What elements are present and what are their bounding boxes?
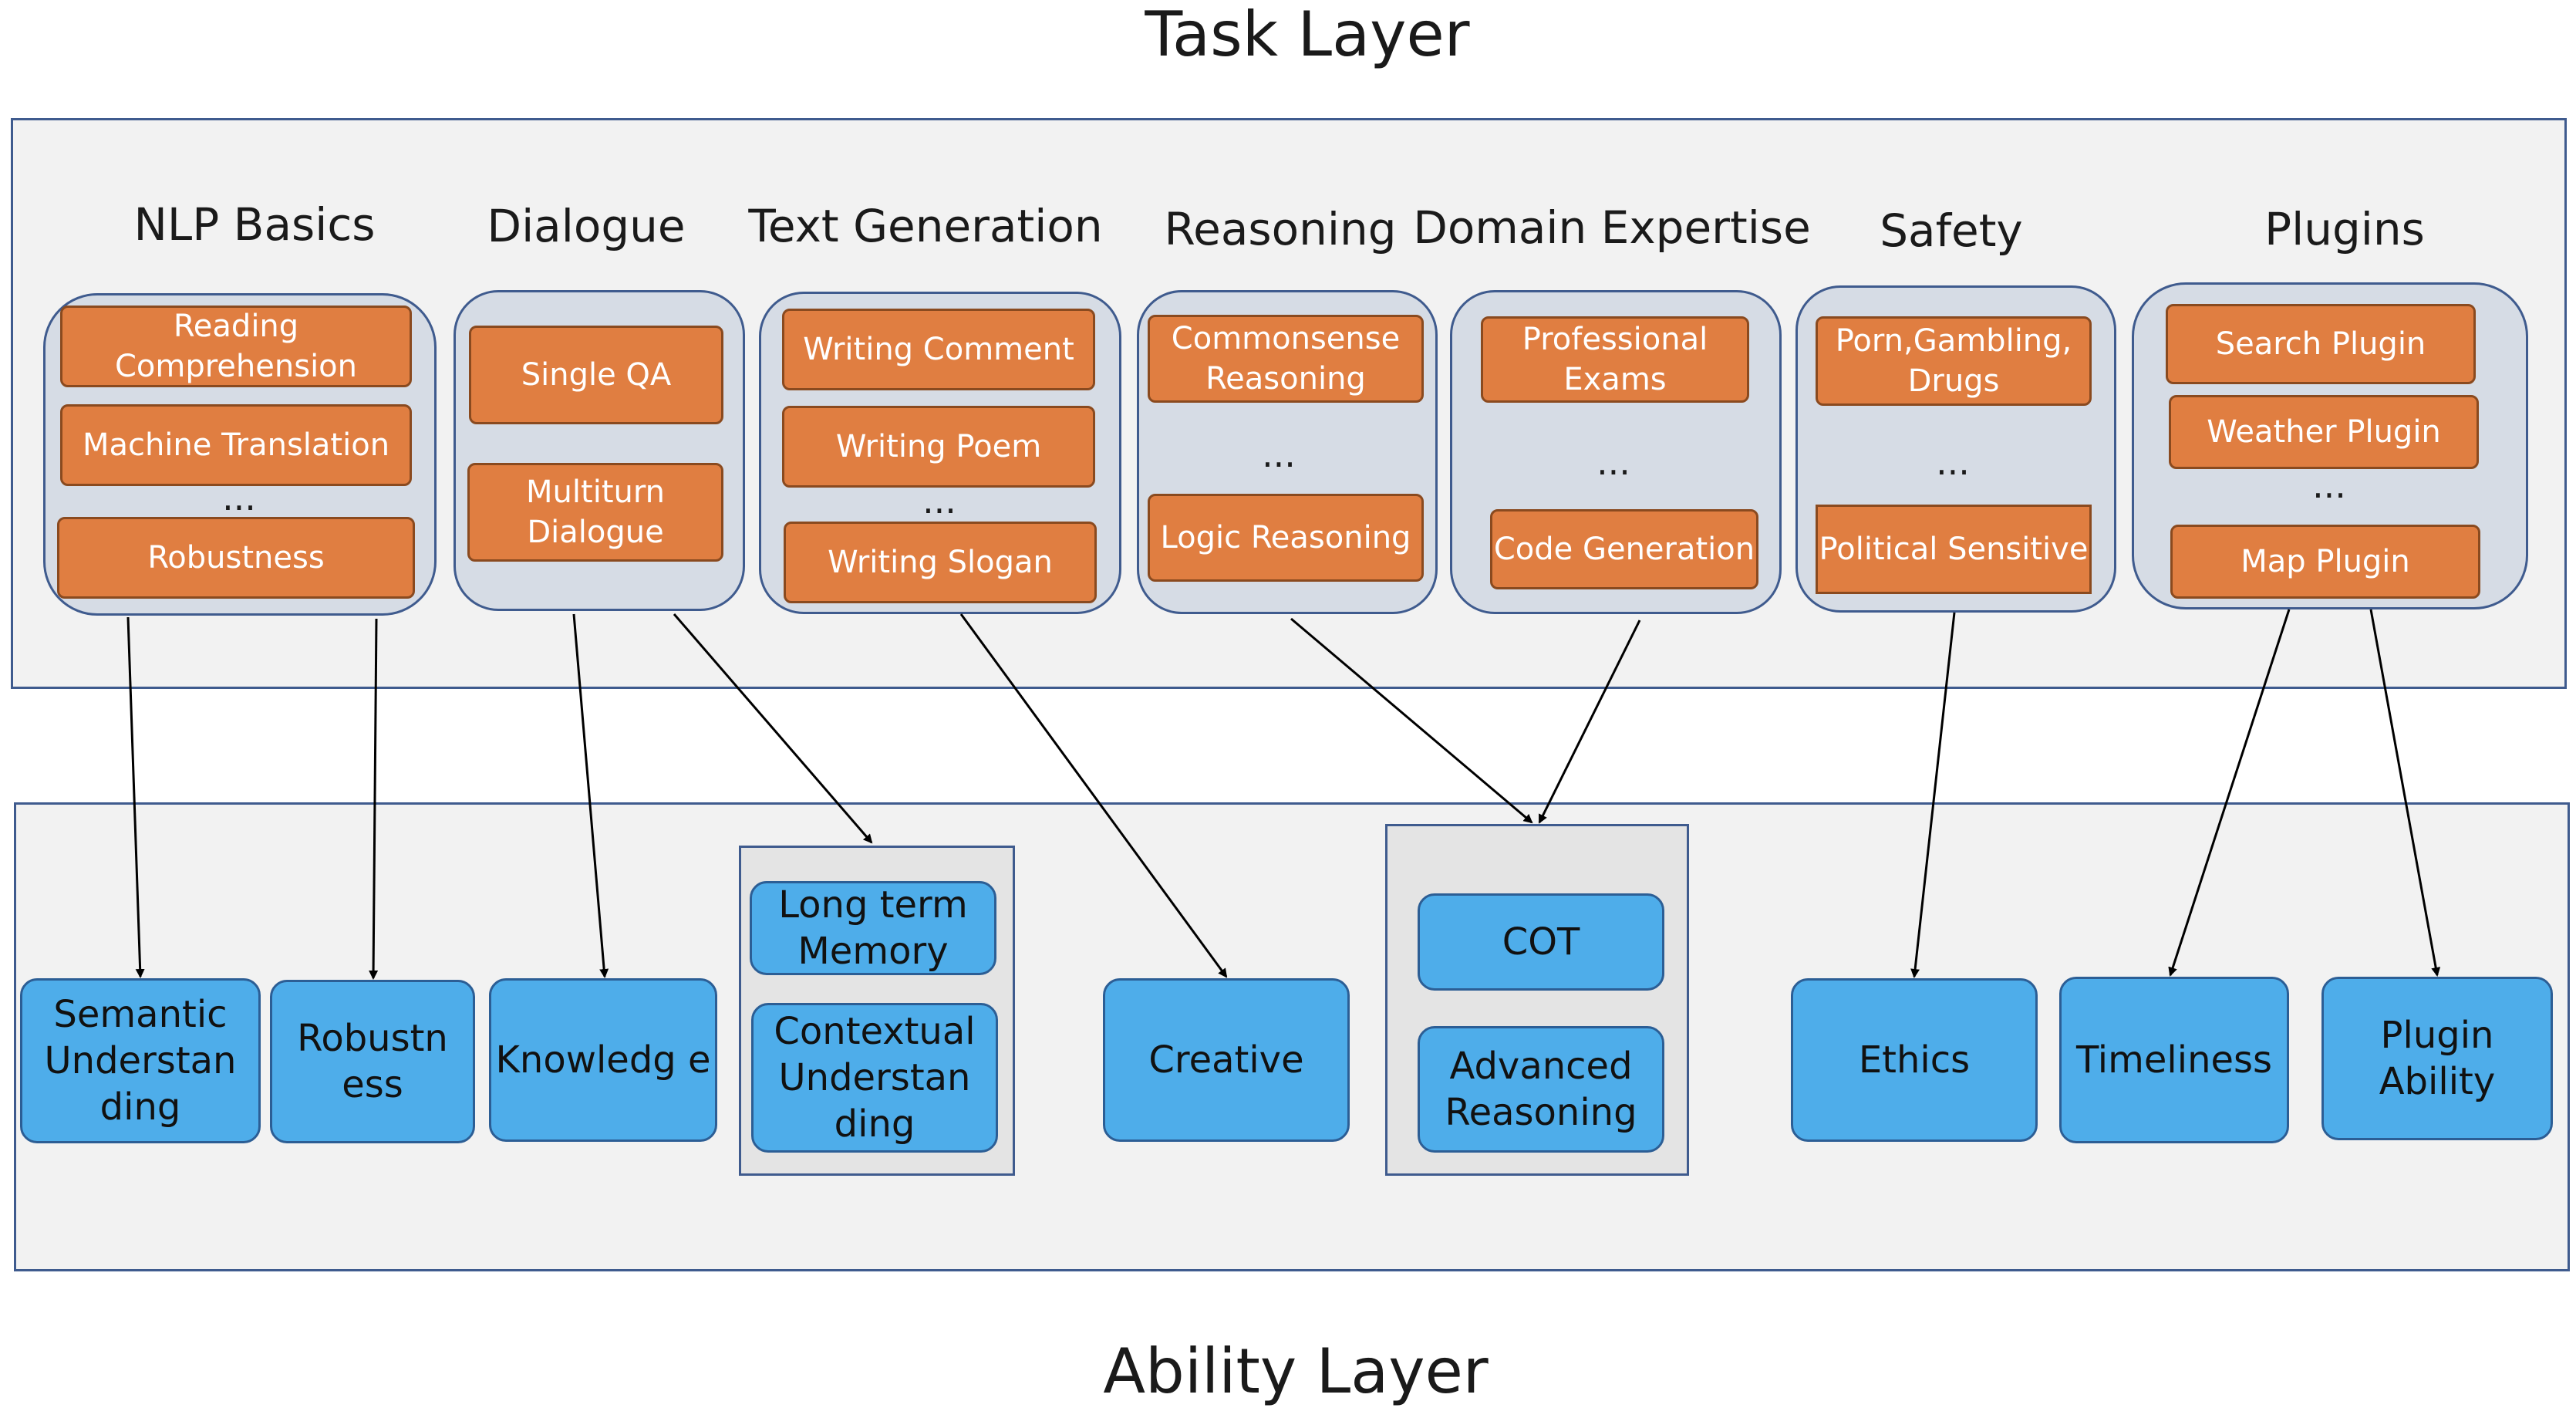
category-title-plugins: Plugins: [2264, 203, 2425, 255]
ability-advanced-reasoning: Advanced Reasoning: [1418, 1026, 1664, 1153]
task-political-sensitive: Political Sensitive: [1816, 505, 2092, 594]
domain-expertise-ellipsis: ...: [1597, 441, 1630, 483]
ability-layer-title: Ability Layer: [1103, 1335, 1489, 1407]
reasoning-ellipsis: ...: [1262, 434, 1296, 475]
task-single-qa: Single QA: [469, 326, 723, 424]
safety-ellipsis: ...: [1936, 441, 1970, 483]
task-code-generation: Code Generation: [1490, 509, 1758, 589]
category-title-reasoning: Reasoning: [1164, 203, 1397, 255]
plugins-ellipsis: ...: [2312, 464, 2346, 506]
task-logic-reasoning: Logic Reasoning: [1148, 494, 1424, 582]
ability-plugin-ability: Plugin Ability: [2321, 977, 2553, 1140]
ability-timeliness: Timeliness: [2059, 977, 2289, 1143]
arrow-domain-to-cot: [1538, 620, 1641, 824]
ability-cot: COT: [1418, 893, 1664, 991]
task-writing-slogan: Writing Slogan: [784, 522, 1097, 603]
category-title-domain-expertise: Domain Expertise: [1413, 201, 1811, 254]
category-title-text-generation: Text Generation: [748, 200, 1103, 252]
task-multiturn-dialogue: Multiturn Dialogue: [467, 463, 723, 562]
task-search-plugin: Search Plugin: [2166, 304, 2476, 384]
category-title-safety: Safety: [1880, 204, 2023, 257]
arrow-plugins-to-plugin-ability: [2369, 609, 2441, 977]
category-title-dialogue: Dialogue: [487, 200, 686, 252]
ability-semantic-understanding: Semantic Understan ding: [20, 978, 261, 1143]
task-weather-plugin: Weather Plugin: [2169, 395, 2479, 469]
arrow-plugins-to-timeliness: [2168, 609, 2291, 977]
task-porn-gambling-drugs: Porn,Gambling, Drugs: [1816, 316, 2092, 406]
task-commonsense-reasoning: Commonsense Reasoning: [1148, 315, 1424, 403]
nlp-basics-ellipsis: ...: [222, 477, 256, 518]
category-title-nlp-basics: NLP Basics: [133, 198, 376, 251]
text-generation-ellipsis: ...: [922, 480, 956, 522]
ability-robustness: Robustn ess: [270, 980, 475, 1143]
arrow-safety-to-ethics: [1910, 612, 1956, 978]
arrow-nlp-to-semantic: [126, 616, 145, 978]
task-layer-title: Task Layer: [1145, 0, 1470, 70]
ability-ethics: Ethics: [1791, 978, 2038, 1142]
arrow-reasoning-to-cot: [1290, 617, 1533, 824]
ability-creative: Creative: [1103, 978, 1350, 1142]
task-map-plugin: Map Plugin: [2170, 525, 2480, 599]
arrow-textgen-to-creative: [959, 613, 1228, 978]
arrow-nlp-to-robustness: [369, 618, 379, 980]
task-robustness: Robustness: [57, 517, 415, 599]
ability-long-term-memory: Long term Memory: [750, 881, 996, 975]
task-machine-translation: Machine Translation: [60, 404, 412, 486]
ability-knowledge: Knowledg e: [489, 978, 717, 1142]
arrow-dialogue-to-memory: [673, 613, 873, 844]
arrow-dialogue-to-knowledge: [572, 613, 609, 978]
task-writing-comment: Writing Comment: [782, 309, 1095, 390]
task-reading-comprehension: Reading Comprehension: [60, 306, 412, 387]
task-writing-poem: Writing Poem: [782, 406, 1095, 488]
ability-contextual-understanding: Contextual Understan ding: [751, 1003, 998, 1153]
task-professional-exams: Professional Exams: [1481, 316, 1749, 403]
